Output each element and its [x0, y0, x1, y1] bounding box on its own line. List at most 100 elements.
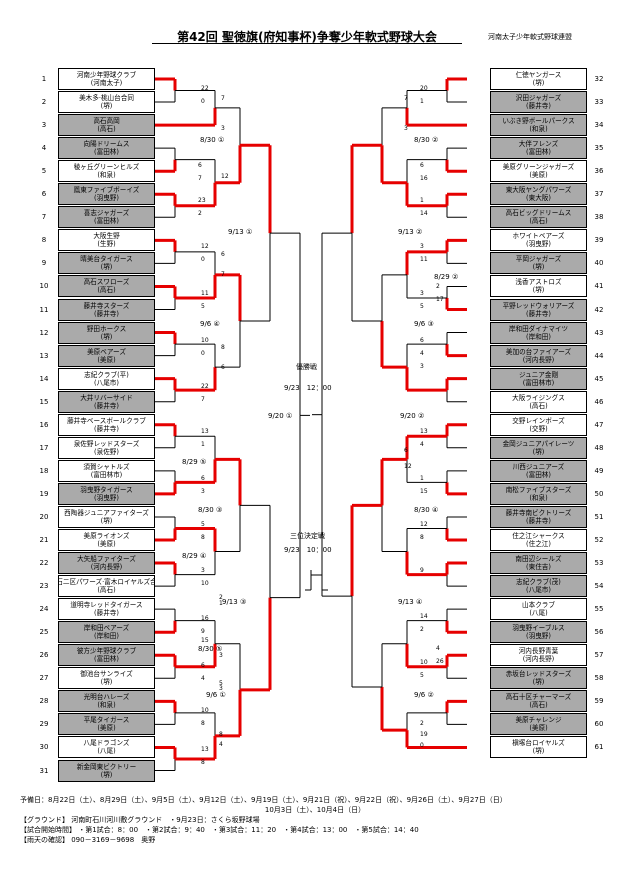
team-box: 大矢船ファイターズ(河内長野) [58, 552, 155, 575]
score-value: 1 [219, 600, 223, 607]
score-value: 5 [201, 521, 205, 528]
team-box: 晴美台タイガース(堺) [58, 252, 155, 275]
team-number: 61 [594, 743, 604, 752]
team-box: 光明台ハレーズ(和泉) [58, 690, 155, 713]
team-name: 平岡ジャガーズ [515, 255, 562, 264]
team-number: 58 [594, 674, 604, 683]
team-number: 11 [39, 305, 49, 314]
score-value: 3 [420, 290, 424, 297]
team-number: 27 [39, 674, 49, 683]
team-box: 河南少年野球クラブ(河南太子) [58, 68, 155, 90]
team-number: 36 [594, 167, 604, 176]
team-number: 45 [594, 374, 604, 383]
team-number: 18 [39, 466, 49, 475]
team-box: 平岡ジャガーズ(堺) [490, 252, 587, 275]
team-box: 美原ベアーズ(美原) [58, 344, 155, 367]
team-name: 西陶器ジュニアファイターズ [64, 508, 149, 517]
team-box: 沢田ジャガーズ(藤井寺) [490, 91, 587, 114]
score-value: 3 [219, 652, 223, 659]
team-name: 高石二区パワーズ·富木ロイヤルズ合同 [59, 578, 154, 587]
team-box: 河内長野青葉(河内長野) [490, 644, 587, 667]
team-box: 美原ライオンズ(美原) [58, 529, 155, 551]
round-label: 9/13 ③ [222, 598, 247, 606]
rain-contact: 【雨天の確認】 090－3169－9698 奥野 [20, 836, 156, 844]
team-name: 向陽ドリームス [83, 140, 130, 149]
team-name: 彼方少年野球クラブ [76, 647, 137, 656]
team-box: 大伴フレンズ(富田林) [490, 137, 587, 160]
team-name: 美加の台ファイアーズ [505, 347, 572, 356]
score-value: 8 [201, 720, 205, 727]
score-value: 10 [420, 659, 428, 666]
team-number: 42 [594, 305, 604, 314]
team-area: (堺) [100, 516, 113, 525]
score-value: 6 [201, 662, 205, 669]
team-name: 藤井寺スターズ [83, 301, 130, 310]
score-value: 14 [420, 210, 428, 217]
team-box: 美原グリーンジャガーズ(美原) [490, 160, 587, 183]
team-name: 高石高岡 [93, 117, 120, 126]
round-label: 9/6 ① [206, 691, 226, 699]
team-number: 2 [41, 98, 47, 107]
start-times: 【試合開始時間】 ・第1試合：8：00 ・第2試合：9：40 ・第3試合：11：… [20, 826, 419, 834]
team-box: 羽曳野イーブルス(羽曳野) [490, 621, 587, 644]
team-name: 美原ライオンズ [83, 532, 130, 540]
team-number: 22 [39, 559, 49, 568]
score-value: 8 [201, 759, 205, 766]
team-area: (藤井寺) [526, 516, 551, 525]
team-number: 56 [594, 628, 604, 637]
team-box: 仁徳ヤンガース(堺) [490, 68, 587, 90]
round-label: 8/29 ② [434, 273, 459, 281]
team-area: (河内長野) [522, 355, 555, 364]
score-value: 7 [198, 175, 202, 182]
team-number: 14 [39, 374, 49, 383]
team-name: 高石スワローズ [83, 278, 130, 287]
final-label: 優勝戦 [296, 363, 317, 371]
third-place-time: 9/23 10：00 [284, 546, 332, 554]
team-box: 赤坂台レッドスターズ(堺) [490, 667, 587, 690]
team-name: 平尾タイガース [83, 716, 130, 725]
team-area: (堺) [100, 678, 113, 687]
team-area: (富田林) [526, 470, 551, 479]
round-label: 9/6 ④ [200, 320, 220, 328]
team-name: 藤井寺南ビクトリーズ [505, 508, 572, 517]
team-number: 31 [39, 766, 49, 775]
team-box: 志紀クラブ(平)(八尾市) [58, 367, 155, 390]
team-name: 岸和田ダイナマイツ [508, 324, 569, 333]
team-box: 泉佐野レッドスターズ(泉佐野) [58, 436, 155, 459]
round-label: 8/30 ⑤ [198, 645, 223, 653]
score-value: 8 [420, 534, 424, 541]
score-value: 10 [201, 580, 209, 587]
team-name: 平野レッドウォリアーズ [502, 301, 575, 310]
team-number: 6 [41, 190, 47, 199]
score-value: 3 [201, 567, 205, 574]
team-area: (和泉) [97, 701, 116, 710]
round-label: 9/6 ② [414, 691, 434, 699]
team-area: (羽曳野) [526, 632, 551, 641]
team-name: 羽曳野イーブルス [512, 624, 565, 633]
team-number: 8 [41, 236, 47, 245]
team-name: 野田ホークス [86, 324, 127, 333]
team-box: 南松ファイブスターズ(和泉) [490, 482, 587, 505]
team-number: 48 [594, 443, 604, 452]
team-box: 南田辺シールズ(東住吉) [490, 552, 587, 575]
score-value: 6 [198, 162, 202, 169]
team-area: (富田林市) [90, 470, 123, 479]
team-number: 20 [39, 512, 49, 521]
team-number: 34 [594, 121, 604, 130]
team-area: (東住吉) [526, 563, 551, 572]
score-value: 1 [420, 475, 424, 482]
team-name: 美木多·桃山台合同 [79, 94, 134, 103]
team-name: ホワイトベアーズ [512, 232, 565, 241]
team-box: 大阪生野(生野) [58, 229, 155, 252]
team-area: (岸和田) [94, 632, 119, 641]
score-value: 5 [201, 303, 205, 310]
team-name: 高石十区チャーマーズ [505, 693, 572, 702]
team-name: 喜志ジャガーズ [83, 209, 130, 218]
score-value: 7 [404, 95, 408, 102]
team-area: (羽曳野) [94, 194, 119, 203]
team-number: 10 [39, 282, 49, 291]
score-value: 0 [201, 350, 205, 357]
score-value: 1 [201, 441, 205, 448]
score-value: 9 [420, 567, 424, 574]
